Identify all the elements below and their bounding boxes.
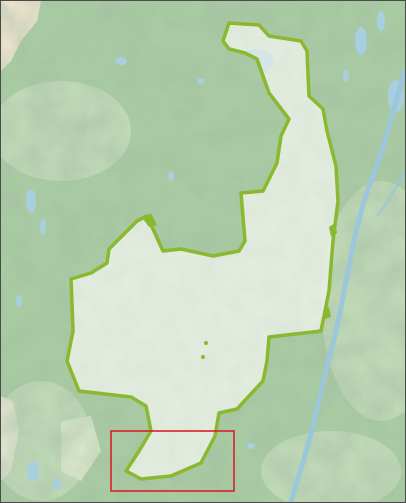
park-boundary[interactable] (65, 21, 340, 481)
highlight-box[interactable] (110, 430, 235, 492)
lakes (16, 11, 404, 490)
river-branch (376, 170, 405, 217)
river (288, 68, 405, 502)
